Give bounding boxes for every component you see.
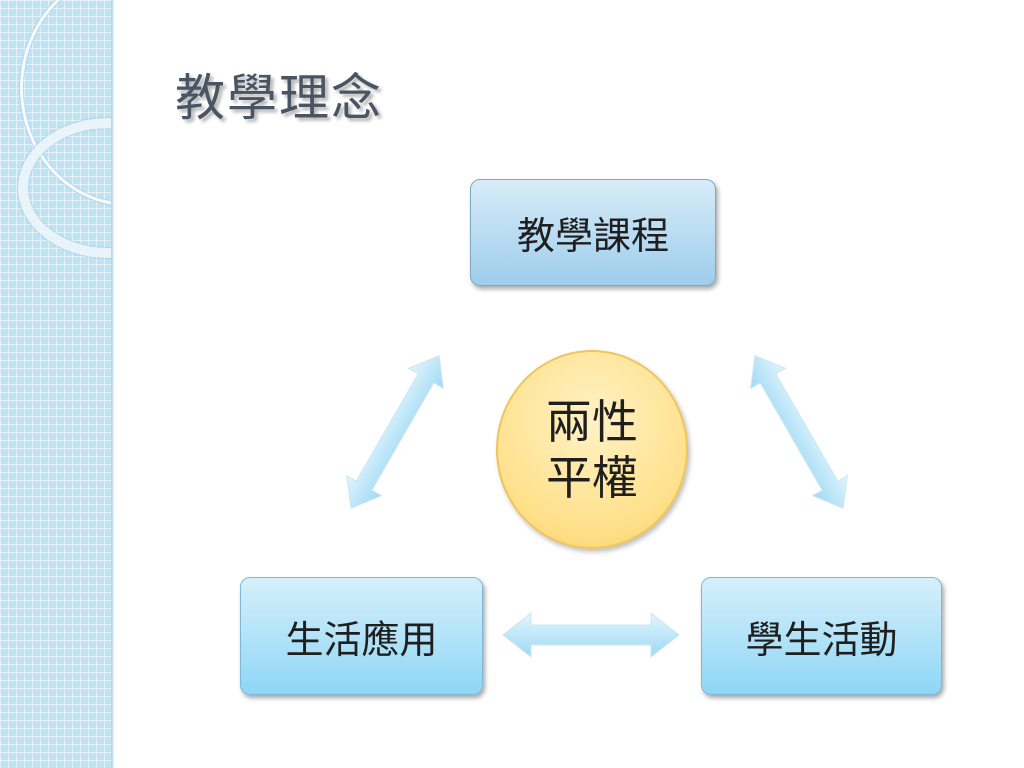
- decorative-sidebar: [0, 0, 113, 768]
- node-student-activities: 學生活動: [701, 577, 942, 695]
- arrow-right-diagonal: [750, 355, 848, 509]
- center-gender-equality: 兩性 平權: [496, 350, 688, 549]
- arrow-bottom-horizontal: [502, 611, 680, 659]
- arrow-left-diagonal: [346, 355, 444, 509]
- sidebar-edge: [111, 0, 114, 768]
- center-line-1: 兩性: [546, 394, 638, 449]
- node-life-application: 生活應用: [240, 577, 483, 695]
- slide-title: 教學理念: [175, 69, 383, 127]
- node-teaching-curriculum: 教學課程: [470, 179, 716, 286]
- center-line-2: 平權: [546, 450, 638, 505]
